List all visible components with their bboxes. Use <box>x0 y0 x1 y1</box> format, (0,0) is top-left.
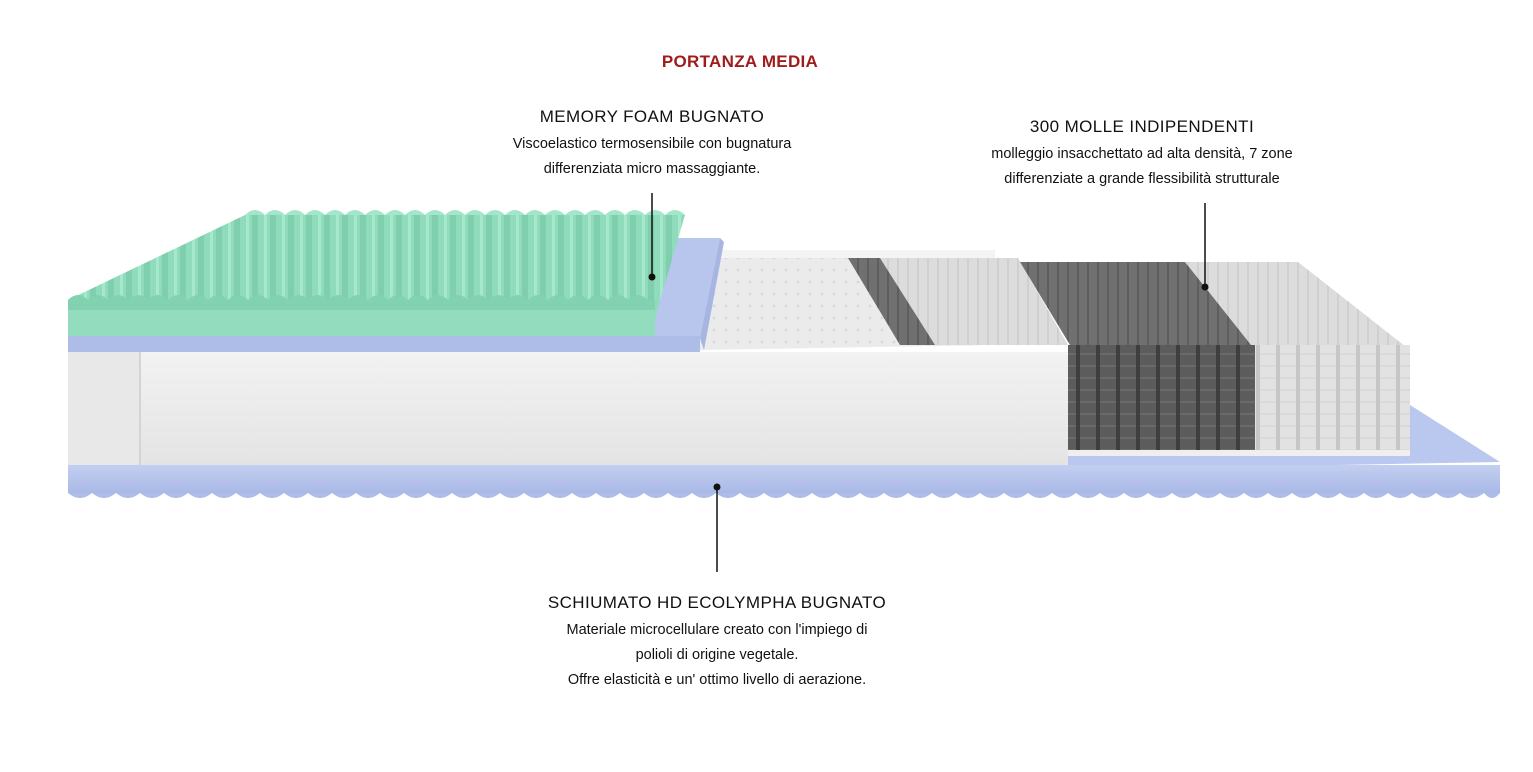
callout-springs-line-1: molleggio insacchettato ad alta densità,… <box>991 146 1293 162</box>
white-foam-frame-front <box>140 352 1068 465</box>
callout-memory-foam: MEMORY FOAM BUGNATO Viscoelastico termos… <box>472 107 832 182</box>
callout-memory-foam-line-1: Viscoelastico termosensibile con bugnatu… <box>512 136 792 152</box>
callout-memory-foam-line-2: differenziata micro massaggiante. <box>543 161 761 177</box>
springs-top-light-2 <box>1185 262 1410 350</box>
memory-blue-layer-front <box>68 336 700 352</box>
leader-dot-memory-foam <box>648 273 656 281</box>
springs-front-dark <box>1068 345 1255 452</box>
springs-front-light <box>1255 345 1410 452</box>
base-layer-wavy-edge <box>68 493 1500 498</box>
leader-dot-springs <box>1201 283 1209 291</box>
springs-top-dark-1 <box>848 258 935 345</box>
base-layer-front <box>68 465 1500 493</box>
leader-dot-base-foam <box>713 483 721 491</box>
callout-springs: 300 MOLLE INDIPENDENTI molleggio insacch… <box>952 117 1332 192</box>
callout-springs-title: 300 MOLLE INDIPENDENTI <box>1029 117 1255 136</box>
memory-foam-top <box>68 215 685 318</box>
page-heading: PORTANZA MEDIA <box>661 52 819 71</box>
callout-base-foam-line-3: Offre elasticità e un' ottimo livello di… <box>567 672 867 688</box>
white-foam-frame-left-edge <box>68 352 140 465</box>
springs-top-dark-2 <box>1020 262 1255 345</box>
callout-base-foam: SCHIUMATO HD ECOLYMPHA BUGNATO Materiale… <box>510 593 924 693</box>
callout-memory-foam-title: MEMORY FOAM BUGNATO <box>539 107 765 126</box>
callout-base-foam-title: SCHIUMATO HD ECOLYMPHA BUGNATO <box>547 593 887 612</box>
callout-base-foam-line-1: Materiale microcellulare creato con l'im… <box>566 622 868 638</box>
memory-foam-ridged-edge <box>68 295 655 310</box>
callout-springs-line-2: differenziate a grande flessibilità stru… <box>1004 171 1280 187</box>
callout-base-foam-line-2: polioli di origine vegetale. <box>635 647 799 663</box>
